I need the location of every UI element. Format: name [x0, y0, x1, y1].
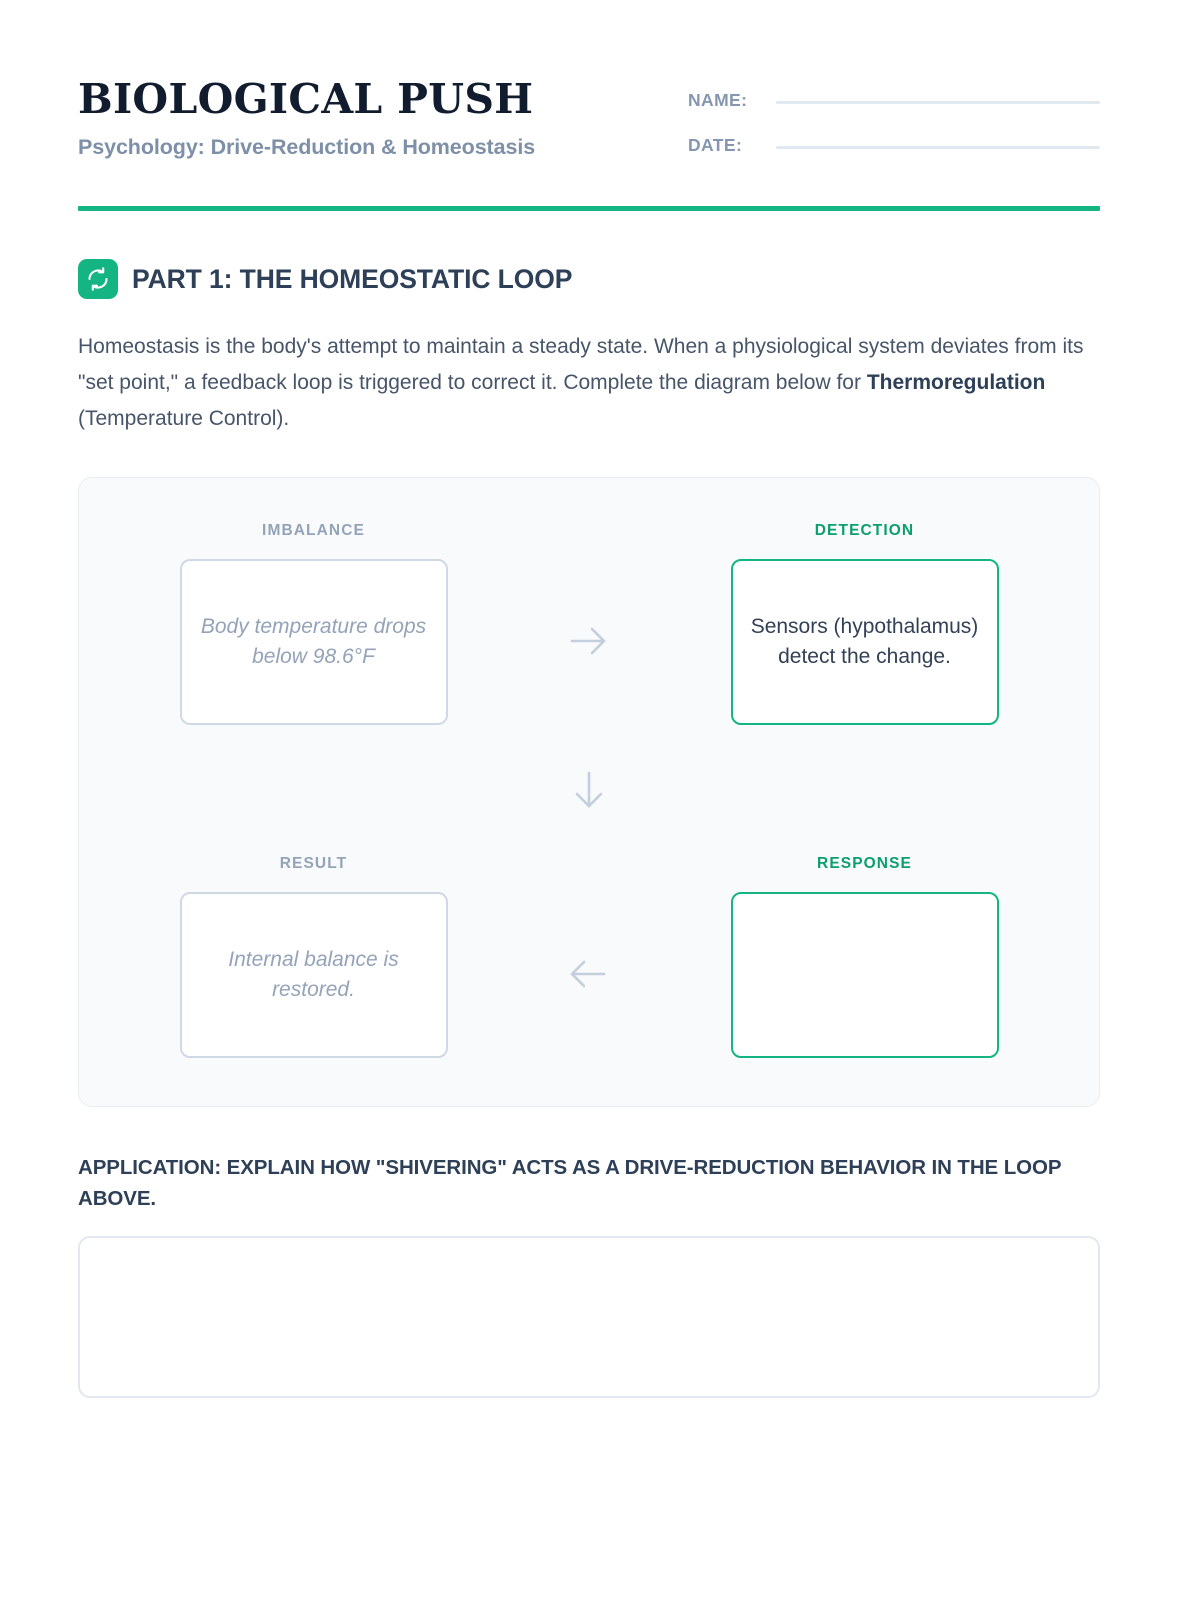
quadrant-box-response[interactable]: [730, 892, 999, 1059]
arrow-down-icon: [575, 772, 603, 808]
title-block: BIOLOGICAL PUSH Psychology: Drive-Reduct…: [78, 76, 535, 160]
worksheet-header: BIOLOGICAL PUSH Psychology: Drive-Reduct…: [78, 76, 1100, 160]
arrow-left-cell: [496, 855, 682, 1058]
intro-paragraph: Homeostasis is the body's attempt to mai…: [78, 329, 1098, 437]
arrow-right-cell: [496, 522, 682, 725]
section-title: PART 1: THE HOMEOSTATIC LOOP: [132, 263, 573, 294]
student-fields: NAME: DATE:: [688, 76, 1100, 156]
quadrant-text-result: Internal balance is restored.: [228, 947, 399, 1002]
homeostatic-loop-diagram: IMBALANCE Body temperature drops below 9…: [78, 477, 1100, 1108]
name-label: NAME:: [688, 90, 748, 110]
application-answer-box[interactable]: [78, 1236, 1100, 1399]
quadrant-text-imbalance: Body temperature drops below 98.6°F: [200, 614, 427, 669]
header-divider: [78, 206, 1100, 212]
intro-text-part2: (Temperature Control).: [78, 407, 290, 431]
arrow-left-icon: [570, 960, 606, 988]
quadrant-label-result: RESULT: [279, 855, 348, 873]
quadrant-response: RESPONSE: [682, 855, 1047, 1059]
intro-bold-term: Thermoregulation: [866, 371, 1046, 395]
quadrant-label-response: RESPONSE: [817, 855, 912, 873]
date-field-row: DATE:: [688, 135, 1100, 156]
page-title: BIOLOGICAL PUSH: [78, 75, 534, 123]
quadrant-imbalance: IMBALANCE Body temperature drops below 9…: [131, 522, 496, 726]
name-input-line[interactable]: [776, 101, 1100, 104]
name-field-row: NAME:: [688, 90, 1100, 111]
application-prompt: APPLICATION: EXPLAIN HOW "SHIVERING" ACT…: [78, 1156, 1062, 1210]
arrow-down-cell: [131, 725, 1047, 855]
arrow-right-icon: [570, 627, 606, 655]
date-label: DATE:: [688, 135, 743, 155]
quadrant-box-imbalance[interactable]: Body temperature drops below 98.6°F: [179, 559, 448, 726]
quadrant-label-imbalance: IMBALANCE: [262, 522, 365, 540]
intro-text-part1: Homeostasis is the body's attempt to mai…: [78, 335, 1084, 395]
quadrant-box-result[interactable]: Internal balance is restored.: [179, 892, 448, 1059]
section-heading: PART 1: THE HOMEOSTATIC LOOP: [78, 259, 1100, 300]
quadrant-text-detection: Sensors (hypothalamus) detect the change…: [750, 614, 979, 669]
page-subtitle: Psychology: Drive-Reduction & Homeostasi…: [78, 135, 536, 160]
refresh-loop-icon: [78, 259, 118, 300]
diagram-grid: IMBALANCE Body temperature drops below 9…: [131, 522, 1047, 1059]
quadrant-result: RESULT Internal balance is restored.: [131, 855, 496, 1059]
date-input-line[interactable]: [776, 146, 1100, 149]
quadrant-box-detection[interactable]: Sensors (hypothalamus) detect the change…: [730, 559, 999, 726]
quadrant-label-detection: DETECTION: [814, 522, 915, 540]
quadrant-detection: DETECTION Sensors (hypothalamus) detect …: [682, 522, 1047, 726]
